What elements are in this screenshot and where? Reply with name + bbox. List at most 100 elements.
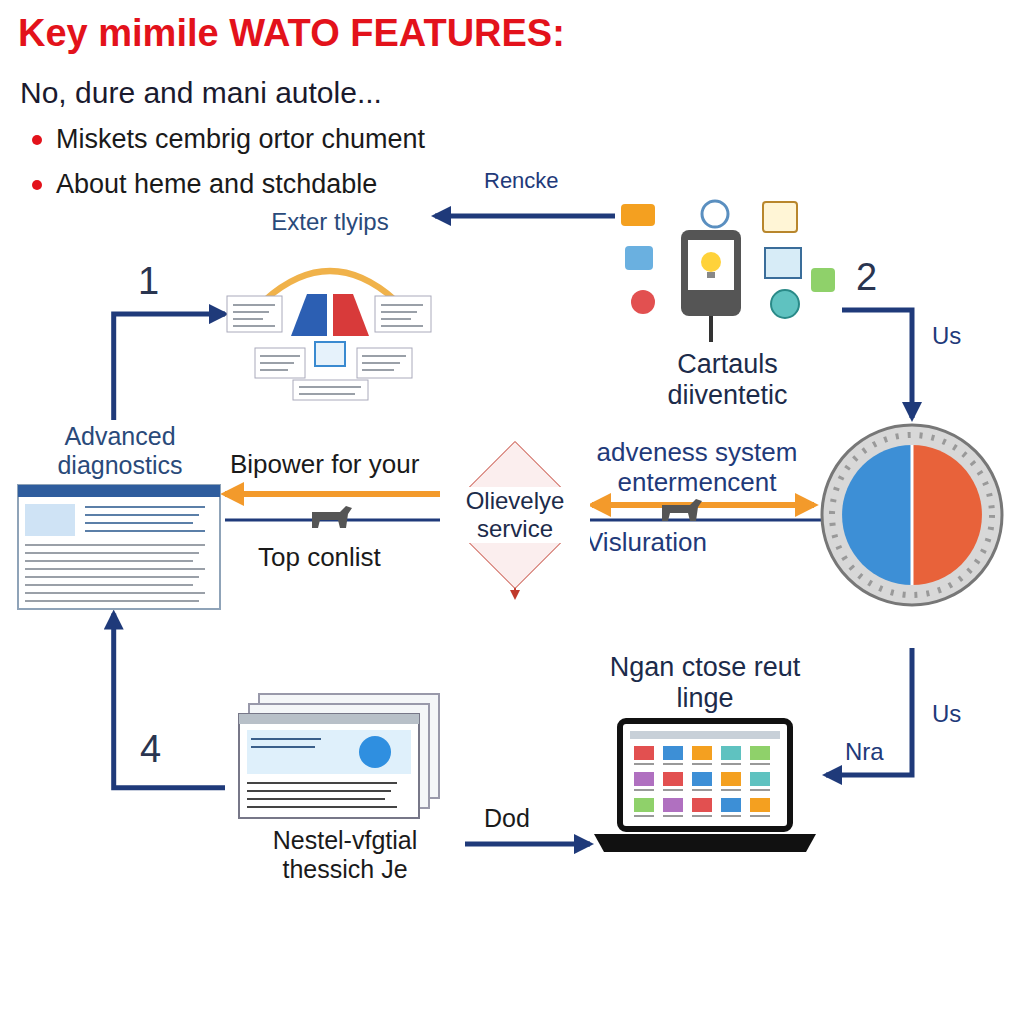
illustration-part — [594, 834, 816, 852]
feature-panel: Exter tlyips — [225, 206, 435, 403]
node-text: Advanced diagnostics — [15, 420, 225, 482]
illustration-part — [721, 798, 741, 812]
callout-number: 2 — [856, 256, 877, 300]
illustration-part — [832, 435, 992, 595]
illustration-part — [251, 746, 315, 748]
arrow-label: Nra — [845, 738, 884, 766]
illustration-part — [227, 296, 282, 332]
node-text: Exter tlyips — [267, 206, 392, 238]
illustration-part — [233, 311, 269, 313]
illustration-part — [85, 506, 205, 508]
illustration-part — [721, 746, 741, 760]
node-text: Ngan ctose reut linge — [590, 650, 820, 716]
arrow-label: Us — [932, 700, 961, 728]
arrow-label: Dod — [484, 804, 530, 833]
illustration-part — [255, 348, 305, 378]
illustration-part — [688, 240, 734, 290]
illustration-part — [233, 304, 275, 306]
illustration-part — [362, 369, 394, 371]
illustration-part — [634, 789, 654, 791]
illustration-part — [663, 815, 683, 817]
illustration-part — [721, 772, 741, 786]
illustration-part — [247, 730, 411, 774]
illustration-part — [25, 576, 199, 578]
illustration-part — [25, 560, 193, 562]
callout-number: 4 — [140, 728, 161, 772]
flow-arrow — [826, 648, 912, 775]
illustration-part — [750, 763, 770, 765]
illustration-part — [291, 294, 327, 336]
illustration-part — [381, 318, 411, 320]
illustration-part — [357, 348, 412, 378]
illustration-part — [750, 772, 770, 786]
illustration-part — [85, 514, 199, 516]
illustration-part — [763, 202, 797, 232]
laptop-panel: Ngan ctose reut linge — [590, 650, 820, 858]
node-illustration — [15, 482, 225, 614]
illustration-part — [625, 246, 653, 270]
illustration-part — [239, 714, 419, 724]
node-illustration — [225, 690, 465, 820]
bullet-text: About heme and stchdable — [56, 169, 377, 200]
illustration-part — [750, 789, 770, 791]
connector — [114, 314, 225, 420]
illustration-part — [359, 736, 391, 768]
decision-diamond: Olievelye service — [440, 440, 590, 590]
illustration-part — [692, 772, 712, 786]
illustration-part — [912, 445, 982, 585]
subtitle: No, dure and mani autole... — [20, 76, 382, 111]
node-illustration — [590, 716, 820, 858]
illustration-part — [85, 522, 193, 524]
illustration-part — [692, 815, 712, 817]
bullet-dot — [32, 180, 42, 190]
illustration-part — [85, 530, 205, 532]
illustration-part — [381, 311, 417, 313]
illustration-part — [381, 325, 423, 327]
illustration-part — [25, 504, 75, 536]
illustration-part — [634, 746, 654, 760]
illustration-part — [333, 294, 369, 336]
flow-label: adveness system entermencent — [572, 438, 822, 498]
connector — [114, 614, 225, 788]
illustration-part — [842, 445, 912, 585]
illustration-part — [25, 552, 199, 554]
illustration-part — [662, 499, 702, 521]
node-illustration — [615, 198, 840, 343]
illustration-part — [721, 815, 741, 817]
illustration-part — [25, 584, 193, 586]
illustration-part — [692, 746, 712, 760]
illustration-part — [811, 268, 835, 292]
illustration-part — [663, 798, 683, 812]
illustration-part — [25, 600, 199, 602]
illustration-part — [721, 789, 741, 791]
connector — [435, 214, 615, 219]
illustration-part — [18, 485, 220, 497]
gauge-dial — [822, 425, 1002, 605]
arrow-label: Us — [932, 322, 961, 350]
illustration-part — [312, 506, 352, 528]
illustration-part — [663, 746, 683, 760]
illustration-part — [631, 290, 655, 314]
illustration-part — [750, 798, 770, 812]
illustration-part — [362, 355, 406, 357]
arrow-label: Rencke — [484, 168, 559, 193]
flow-arrow — [842, 310, 912, 418]
illustration-part — [765, 248, 801, 278]
bullet-dot — [32, 135, 42, 145]
screens-panel: Nestel-vfgtial thessich Je — [225, 690, 465, 886]
node-text: Olievelye service — [440, 487, 590, 542]
illustration-part — [621, 204, 655, 226]
bullet-text: Miskets cembrig ortor chument — [56, 124, 425, 155]
illustration-part — [911, 445, 914, 585]
illustration-part — [692, 789, 712, 791]
illustration-part — [822, 425, 1002, 605]
illustration-part — [634, 763, 654, 765]
illustration-part — [681, 230, 741, 316]
illustration-part — [709, 316, 713, 342]
illustration-part — [25, 568, 205, 570]
illustration-part — [634, 798, 654, 812]
illustration-part — [692, 798, 712, 812]
illustration-part — [315, 342, 345, 366]
flow-label: Bipower for your — [230, 450, 419, 480]
